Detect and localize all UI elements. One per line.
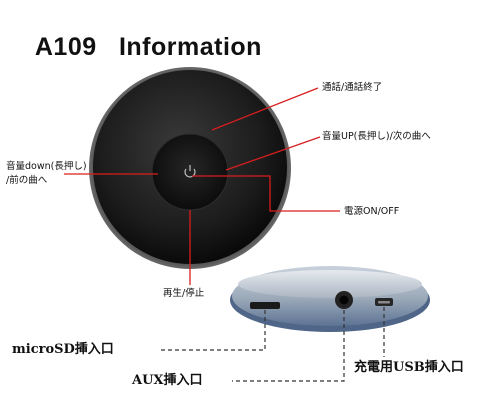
aux-jack[interactable] (335, 291, 353, 309)
label-play: 再生/停止 (163, 288, 205, 299)
page-title: A109 Information (6, 4, 262, 91)
label-microsd: microSD挿入口 (12, 342, 114, 357)
callout-vol-up (225, 136, 321, 171)
label-call: 通話/通話終了 (322, 82, 383, 93)
port-base (230, 266, 430, 332)
callout-call (211, 87, 319, 131)
label-vol-down-line1: 音量down(長押し) (6, 161, 87, 172)
label-aux: AUX挿入口 (132, 373, 203, 388)
usb-port[interactable] (375, 298, 393, 306)
label-vol-up: 音量UP(長押し)/次の曲へ (322, 131, 431, 142)
label-vol-down-line2: /前の曲へ (6, 175, 48, 186)
label-power: 電源ON/OFF (344, 206, 400, 217)
callout-power (192, 175, 340, 212)
title-word: Information (118, 33, 262, 61)
microsd-slot[interactable] (250, 302, 280, 309)
power-icon (184, 165, 196, 178)
label-usb: 充電用USB挿入口 (354, 360, 464, 375)
model-name: A109 (34, 33, 97, 61)
callout-aux (232, 310, 345, 382)
control-button[interactable] (151, 133, 229, 211)
